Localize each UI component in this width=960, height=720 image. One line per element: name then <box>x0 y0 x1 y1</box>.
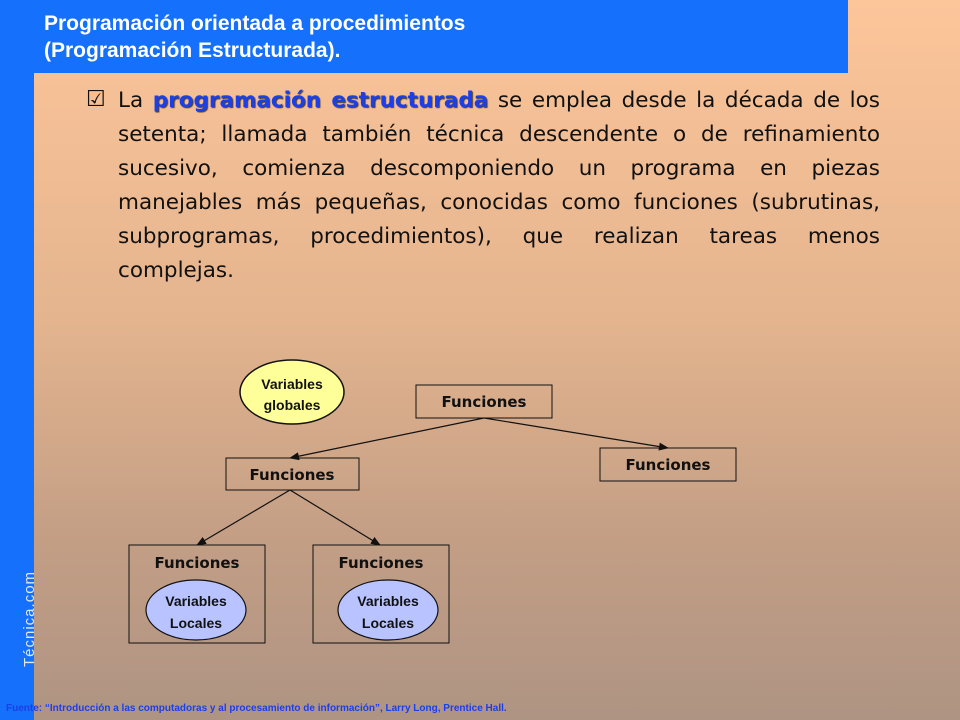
root-function-label: Funciones <box>442 393 527 411</box>
root-function-box <box>415 384 553 419</box>
global-variables-oval <box>239 359 345 425</box>
bottom-left-function-label: Funciones <box>155 554 240 572</box>
left-function-box <box>225 457 360 491</box>
global-variables-label-1: Variables <box>261 376 323 392</box>
local-variables-oval-left <box>145 579 247 641</box>
right-function-box <box>599 447 737 482</box>
checkbox-bullet-icon: ☑ <box>86 87 106 112</box>
bullet-paragraph: La programación estructurada se emplea d… <box>118 84 880 288</box>
bullet-text-rest: se emplea desde la década de los setenta… <box>118 88 880 283</box>
source-footer: Fuente: “Introducción a las computadoras… <box>6 703 507 714</box>
right-function-label: Funciones <box>626 456 711 474</box>
arrow-mid-to-right <box>289 489 381 546</box>
local-variables-oval-right <box>337 579 439 641</box>
arrow-mid-to-left <box>196 489 291 546</box>
global-variables-label-2: globales <box>264 397 321 413</box>
local-variables-right-label-2: Locales <box>362 615 414 631</box>
bottom-right-function-label: Funciones <box>339 554 424 572</box>
slide-title: Programación orientada a procedimientos … <box>44 10 465 64</box>
bottom-left-function-box <box>128 544 266 644</box>
highlight-term: programación estructurada <box>152 88 489 113</box>
local-variables-left-label-1: Variables <box>165 593 227 609</box>
title-band <box>34 0 848 73</box>
slide-title-line-2: (Programación Estructurada). <box>44 39 341 62</box>
arrow-root-to-right <box>483 417 669 451</box>
side-strip <box>0 0 34 720</box>
slide-title-line-1: Programación orientada a procedimientos <box>44 12 466 35</box>
bullet-text-start: La <box>118 88 153 113</box>
local-variables-left-label-2: Locales <box>170 615 222 631</box>
arrow-root-to-left <box>289 417 485 461</box>
local-variables-right-label-1: Variables <box>357 593 419 609</box>
left-function-label: Funciones <box>250 466 335 484</box>
bottom-right-function-box <box>312 544 450 644</box>
